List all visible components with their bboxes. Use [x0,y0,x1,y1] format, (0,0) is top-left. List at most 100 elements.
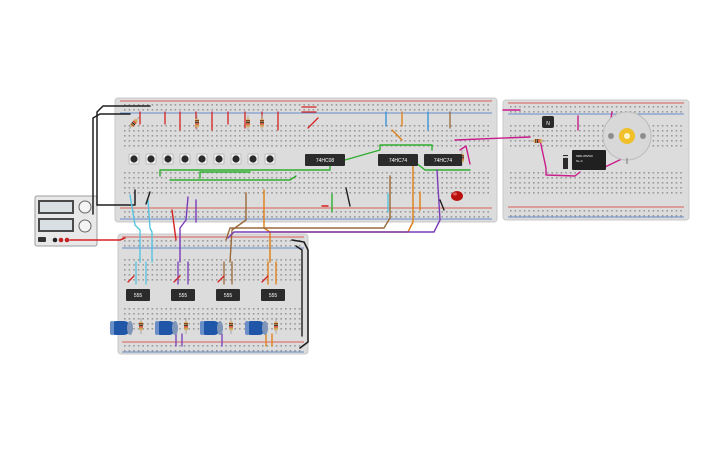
breadboard-hole[interactable] [478,216,480,218]
wire-red-diagonal[interactable] [173,275,181,283]
breadboard-hole[interactable] [652,135,655,137]
breadboard-hole[interactable] [225,350,227,352]
breadboard-hole[interactable] [308,125,310,127]
breadboard-hole[interactable] [556,187,558,189]
breadboard-hole[interactable] [597,140,599,142]
breadboard-hole[interactable] [248,279,250,281]
breadboard-hole[interactable] [188,130,190,132]
breadboard-hole[interactable] [220,274,223,276]
breadboard-hole[interactable] [174,259,177,261]
breadboard-hole[interactable] [266,323,269,325]
breadboard-hole[interactable] [280,274,282,276]
breadboard-hole[interactable] [469,182,471,184]
breadboard-hole[interactable] [409,145,411,147]
breadboard-hole[interactable] [446,109,448,111]
breadboard-hole[interactable] [133,318,135,320]
breadboard-hole[interactable] [340,125,342,127]
breadboard-hole[interactable] [625,192,627,194]
breadboard-hole[interactable] [275,182,278,184]
breadboard-hole[interactable] [436,130,439,132]
breadboard-hole[interactable] [400,140,402,142]
breadboard-hole[interactable] [216,211,218,213]
breadboard-hole[interactable] [469,145,471,147]
breadboard-hole[interactable] [133,328,135,330]
breadboard-hole[interactable] [174,240,177,242]
breadboard-hole[interactable] [643,215,645,217]
breadboard-hole[interactable] [372,135,374,137]
breadboard-hole[interactable] [565,106,567,108]
breadboard-hole[interactable] [257,135,259,137]
breadboard-hole[interactable] [271,216,273,218]
breadboard-hole[interactable] [390,177,393,179]
breadboard-hole[interactable] [289,187,292,189]
breadboard-hole[interactable] [464,140,466,142]
breadboard-hole[interactable] [252,264,255,266]
breadboard-hole[interactable] [455,211,457,213]
breadboard-hole[interactable] [569,145,572,147]
breadboard-hole[interactable] [390,172,393,174]
breadboard-hole[interactable] [179,140,181,142]
breadboard-hole[interactable] [124,318,126,320]
breadboard-hole[interactable] [183,135,186,137]
breadboard-hole[interactable] [464,216,466,218]
breadboard-hole[interactable] [298,350,301,352]
breadboard-hole[interactable] [225,192,227,194]
breadboard-hole[interactable] [124,172,126,174]
breadboard-hole[interactable] [285,318,287,320]
breadboard-hole[interactable] [427,211,430,213]
breadboard-hole[interactable] [358,182,361,184]
breadboard-hole[interactable] [335,182,338,184]
breadboard-hole[interactable] [225,211,227,213]
breadboard-hole[interactable] [285,109,287,111]
breadboard-hole[interactable] [142,211,144,213]
breadboard-hole[interactable] [671,187,673,189]
breadboard-hole[interactable] [528,135,530,137]
breadboard-hole[interactable] [537,111,540,113]
breadboard-hole[interactable] [252,345,255,347]
breadboard-hole[interactable] [546,215,549,217]
breadboard-hole[interactable] [560,145,563,147]
breadboard-hole[interactable] [124,216,126,218]
breadboard-hole[interactable] [666,215,668,217]
breadboard-hole[interactable] [533,210,535,212]
breadboard-hole[interactable] [128,259,131,261]
breadboard-hole[interactable] [156,109,158,111]
breadboard-hole[interactable] [634,187,636,189]
breadboard-hole[interactable] [156,104,158,106]
breadboard-hole[interactable] [174,308,177,310]
breadboard-hole[interactable] [137,259,140,261]
breadboard-hole[interactable] [629,187,632,189]
breadboard-hole[interactable] [340,216,342,218]
breadboard-hole[interactable] [234,125,236,127]
breadboard-hole[interactable] [170,259,172,261]
breadboard-hole[interactable] [147,192,149,194]
breadboard-hole[interactable] [560,215,563,217]
breadboard-hole[interactable] [459,130,462,132]
breadboard-hole[interactable] [565,145,567,147]
breadboard-hole[interactable] [418,172,420,174]
breadboard-hole[interactable] [602,182,604,184]
breadboard-hole[interactable] [473,104,476,106]
breadboard-hole[interactable] [331,109,333,111]
breadboard-hole[interactable] [298,172,301,174]
breadboard-hole[interactable] [675,125,678,127]
breadboard-hole[interactable] [133,345,135,347]
breadboard-hole[interactable] [197,130,200,132]
breadboard-hole[interactable] [579,106,581,108]
breadboard-hole[interactable] [298,211,301,213]
breadboard-hole[interactable] [216,279,218,281]
breadboard-hole[interactable] [142,269,144,271]
breadboard-hole[interactable] [289,130,292,132]
breadboard-hole[interactable] [197,109,200,111]
breadboard-hole[interactable] [303,130,305,132]
breadboard-hole[interactable] [413,140,416,142]
breadboard-hole[interactable] [372,104,374,106]
breadboard-hole[interactable] [183,259,186,261]
breadboard-hole[interactable] [579,111,581,113]
breadboard-hole[interactable] [243,145,246,147]
breadboard-hole[interactable] [620,111,622,113]
breadboard-hole[interactable] [202,245,204,247]
breadboard-hole[interactable] [216,104,218,106]
breadboard-hole[interactable] [432,192,434,194]
breadboard-hole[interactable] [569,111,572,113]
